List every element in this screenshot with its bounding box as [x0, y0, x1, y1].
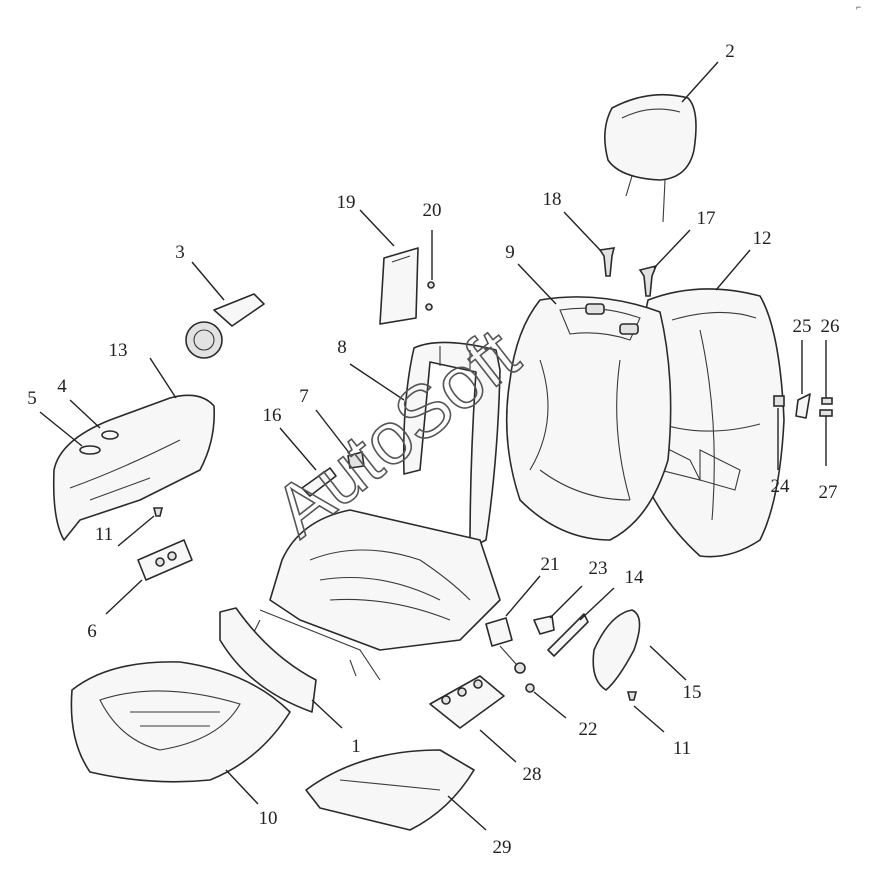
callout-29: 29 [493, 837, 512, 858]
callout-18: 18 [543, 189, 562, 210]
clip [773, 395, 785, 407]
clip [795, 393, 811, 419]
callout-labels: 1 2 3 4 5 6 7 8 9 10 11 11 12 13 14 15 1… [27, 41, 839, 858]
clip [819, 409, 833, 417]
callout-14: 14 [625, 567, 645, 588]
callout-17: 17 [697, 208, 716, 229]
callout-27: 27 [819, 482, 838, 503]
seat-switch [137, 539, 193, 581]
callout-23: 23 [589, 558, 608, 579]
callout-5: 5 [27, 388, 37, 409]
headrest [604, 93, 697, 223]
clip [821, 397, 833, 405]
callout-4: 4 [57, 376, 67, 397]
callout-3: 3 [175, 242, 185, 263]
callout-11b: 11 [673, 738, 691, 759]
callout-24: 24 [771, 476, 791, 497]
lumbar-pad [379, 247, 419, 325]
cushion-pan [305, 749, 475, 831]
side-trim-panel [52, 394, 216, 541]
washer [525, 683, 535, 693]
callout-9: 9 [505, 242, 515, 263]
clip [425, 281, 435, 311]
callout-1: 1 [351, 736, 361, 757]
callout-21: 21 [541, 554, 560, 575]
callout-13: 13 [109, 340, 128, 361]
front-trim [219, 607, 317, 713]
side-shield [592, 609, 641, 691]
bracket [533, 615, 555, 635]
trim-cap [101, 430, 119, 440]
seatbelt-buckle [485, 617, 526, 674]
trim-cap [79, 445, 101, 455]
latch-bracket [547, 613, 589, 657]
callout-19: 19 [337, 192, 356, 213]
cable-bracket [301, 467, 337, 497]
seat-base-frame [253, 509, 501, 681]
callout-22: 22 [579, 719, 598, 740]
callout-2: 2 [725, 41, 735, 62]
seat-motor [185, 293, 265, 359]
headrest-guide-left [598, 247, 616, 277]
screw [152, 507, 164, 517]
seat-cushion [70, 661, 291, 783]
callout-12: 12 [753, 228, 772, 249]
callout-11a: 11 [95, 524, 113, 545]
control-module [429, 675, 505, 729]
callout-10: 10 [259, 808, 278, 829]
callout-8: 8 [337, 337, 347, 358]
callout-25: 25 [793, 316, 812, 337]
leader-lines [39, 61, 827, 831]
callout-16: 16 [263, 405, 282, 426]
headrest-guide-right [638, 264, 658, 297]
callout-20: 20 [423, 200, 442, 221]
callout-28: 28 [523, 764, 542, 785]
callout-26: 26 [821, 316, 840, 337]
callout-6: 6 [87, 621, 97, 642]
mounting-clip [347, 450, 365, 469]
callout-7: 7 [299, 386, 309, 407]
screw [626, 691, 638, 701]
seatback-cushion [505, 296, 672, 541]
callout-15: 15 [683, 682, 702, 703]
corner-mark: ⌐ [856, 2, 861, 12]
